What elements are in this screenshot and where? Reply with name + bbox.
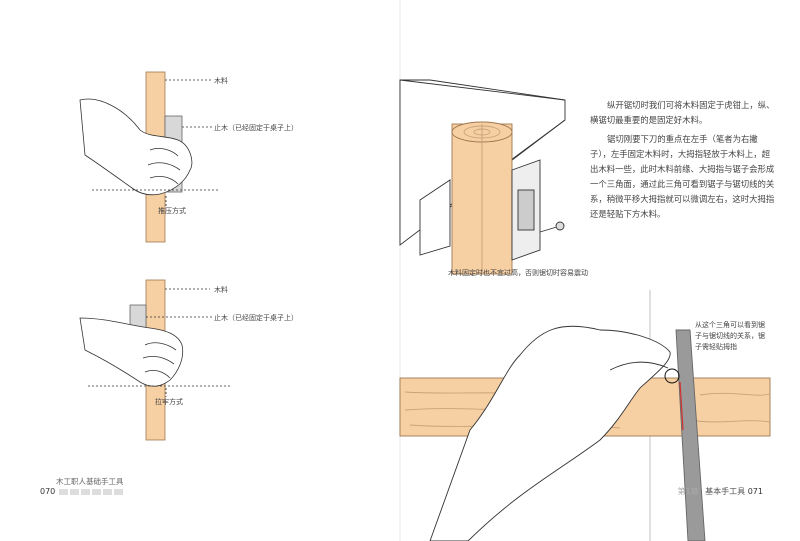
hand-pull [79,317,184,387]
bleed-through-text [59,488,124,495]
label-wood-top: 木料 [214,77,228,85]
page-number-right: 071 [747,487,763,496]
saw-blade [675,329,706,541]
label-push-method: 推压方式 [158,207,186,215]
page-number-left: 070 [40,487,56,496]
label-stop-block-bottom: 止木（已经固定于桌子上） [214,314,298,322]
book-title: 木工职人基础手工具 [56,477,124,486]
figure-pull-method [79,279,230,441]
saw-callout: 从这个三角可以看到锯子与锯切线的关系，锯子需轻贴拇指 [695,321,765,351]
cut-line [679,381,684,431]
footer-right: 第1章 基本手工具 071 [678,486,763,497]
figure-push-method [79,71,220,243]
label-stop-block-top: 止木（已经固定于桌子上） [214,124,298,132]
chapter-label: 第1章 [677,487,699,496]
page-gutter [399,0,401,541]
vise-jaw [419,179,451,256]
footer-left: 木工职人基础手工具 070 [40,476,124,496]
paragraph-2: 锯切刚要下刀的重点在左手（笔者为右撇子），左手固定木料时，大拇指轻放于木料上，超… [590,134,775,219]
thumb-triangle-marker [664,368,680,384]
body-text: 纵开锯切时我们可将木料固定于虎钳上，纵、横锯切最重要的是固定好木料。 锯切刚要下… [590,98,775,226]
figure-saw-guide [399,290,771,541]
vise-caption: 木料固定时也不宜过高，否则锯切时容易震动 [448,269,588,277]
hand-saw-guide [429,325,671,541]
hand-push [79,98,193,196]
paragraph-1: 纵开锯切时我们可将木料固定于虎钳上，纵、横锯切最重要的是固定好木料。 [590,100,775,125]
label-pull-method: 拉牢方式 [155,398,183,406]
figure-vise [399,79,566,275]
section-label: 基本手工具 [705,487,746,496]
label-wood-bottom: 木料 [214,286,228,294]
